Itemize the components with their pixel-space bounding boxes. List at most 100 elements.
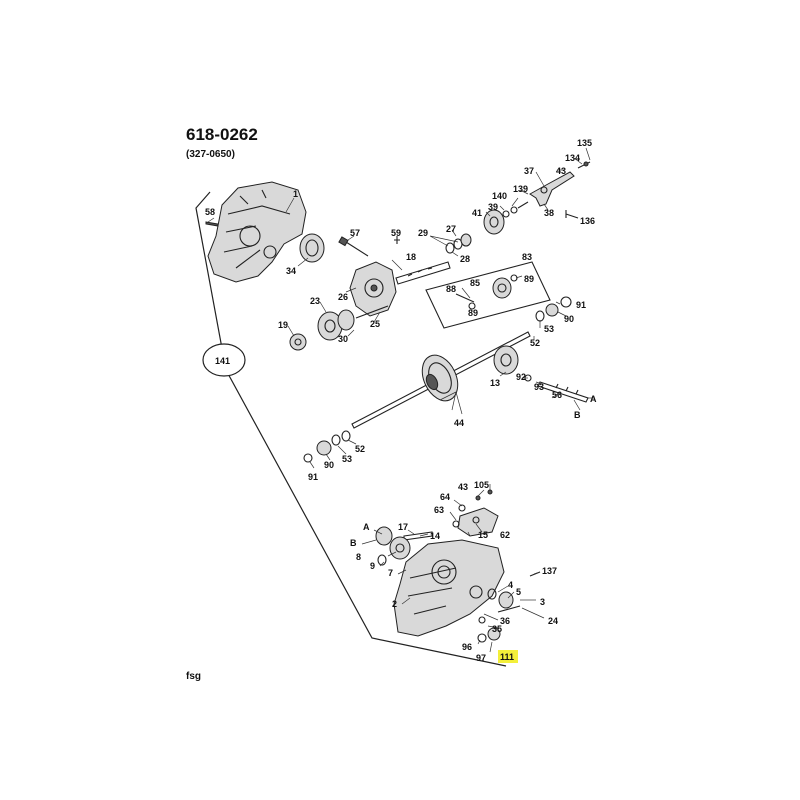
subassembly-83-box	[425, 261, 551, 329]
callout-17: 17	[398, 522, 408, 532]
callout-15: 15	[478, 530, 488, 540]
pin-136-part	[565, 210, 579, 219]
gearcase-26-part	[349, 261, 397, 317]
callout-59: 59	[391, 228, 401, 238]
callout-23: 23	[310, 296, 320, 306]
callout-28: 28	[460, 254, 470, 264]
callout-57: 57	[350, 228, 360, 238]
callout-139: 139	[513, 184, 528, 194]
sub-model-number: (327-0650)	[186, 149, 235, 160]
cover-3-part	[487, 588, 521, 613]
callout-43b: 43	[458, 482, 468, 492]
callout-41: 41	[472, 208, 482, 218]
callout-89a: 89	[524, 274, 534, 284]
gears-8-9-part	[375, 526, 411, 566]
callout-38: 38	[544, 208, 554, 218]
callout-97: 97	[476, 653, 486, 663]
callout-A2: A	[363, 522, 370, 532]
callout-140: 140	[492, 191, 507, 201]
callout-52b: 52	[355, 444, 365, 454]
callout-1: 1	[293, 189, 298, 199]
callout-111: 111	[500, 652, 514, 662]
highlight-111	[498, 650, 518, 663]
callout-58: 58	[205, 207, 215, 217]
callout-19: 19	[278, 320, 288, 330]
callout-35: 35	[492, 624, 502, 634]
shaft-14-part	[403, 531, 433, 541]
screws-105-part	[475, 489, 493, 501]
parts-96-97-111-part	[477, 616, 501, 643]
callout-93: 93	[534, 382, 544, 392]
callout-91a: 91	[576, 300, 586, 310]
callout-96: 96	[462, 642, 472, 652]
upper-housing-part	[207, 181, 307, 283]
gear-cluster-23-part	[289, 305, 389, 351]
screw-58-part	[205, 221, 219, 227]
bracket-62-part	[452, 504, 499, 537]
callout-B1: B	[574, 410, 581, 420]
callout-56: 56	[552, 390, 562, 400]
washers-28-29-part	[445, 233, 472, 254]
callout-134: 134	[565, 153, 580, 163]
callout-9: 9	[370, 561, 375, 571]
left-axle-parts-part	[303, 430, 351, 463]
callout-A1: A	[590, 394, 597, 404]
model-number: 618-0262	[186, 125, 258, 144]
axle-44-part	[351, 331, 531, 429]
callout-39: 39	[488, 202, 498, 212]
callout-64: 64	[440, 492, 450, 502]
callout-24: 24	[548, 616, 558, 626]
callout-B2: B	[350, 538, 357, 548]
svg-text:141: 141	[215, 356, 230, 366]
leader-lines	[207, 147, 594, 653]
callout-29: 29	[418, 228, 428, 238]
callout-14: 14	[430, 531, 440, 541]
screws-134-135-part	[577, 161, 591, 169]
right-axle-parts-part	[535, 296, 572, 322]
callout-36: 36	[500, 616, 510, 626]
callout-91b: 91	[308, 472, 318, 482]
callout-2: 2	[392, 599, 397, 609]
callout-4: 4	[508, 580, 513, 590]
callout-92: 92	[516, 372, 526, 382]
callout-141-oval[interactable]: 141	[202, 343, 246, 377]
callout-53a: 53	[544, 324, 554, 334]
gear-41-part	[483, 209, 505, 235]
callout-137: 137	[542, 566, 557, 576]
bolt-57-part	[338, 236, 369, 257]
callout-7: 7	[388, 568, 393, 578]
callout-3: 3	[540, 597, 545, 607]
callout-25: 25	[370, 319, 380, 329]
callout-labels: 1 58 34 57 59 18 29 27 28 41 39 140 139 …	[205, 138, 597, 663]
callout-44: 44	[454, 418, 464, 428]
callout-26: 26	[338, 292, 348, 302]
callout-8: 8	[356, 552, 361, 562]
callout-90b: 90	[324, 460, 334, 470]
callout-136: 136	[580, 216, 595, 226]
callout-62: 62	[500, 530, 510, 540]
callout-5: 5	[516, 587, 521, 597]
shaft-18-part	[395, 261, 451, 285]
callout-30: 30	[338, 334, 348, 344]
callout-13: 13	[490, 378, 500, 388]
shift-parts-139-140-part	[502, 201, 529, 218]
pin-59-part	[394, 236, 400, 244]
callout-43a: 43	[556, 166, 566, 176]
callout-63: 63	[434, 505, 444, 515]
shaft-56-part	[524, 374, 589, 403]
callout-135: 135	[577, 138, 592, 148]
callout-90a: 90	[564, 314, 574, 324]
callout-88: 88	[446, 284, 456, 294]
callout-27: 27	[446, 224, 456, 234]
callout-18: 18	[406, 252, 416, 262]
callout-89b: 89	[468, 308, 478, 318]
lower-housing-part	[393, 539, 505, 637]
gear-13-part	[493, 345, 519, 375]
callout-53b: 53	[342, 454, 352, 464]
callout-52a: 52	[530, 338, 540, 348]
callout-85: 85	[470, 278, 480, 288]
shift-arm-37-part	[529, 171, 575, 207]
callout-83: 83	[522, 252, 532, 262]
callout-37: 37	[524, 166, 534, 176]
